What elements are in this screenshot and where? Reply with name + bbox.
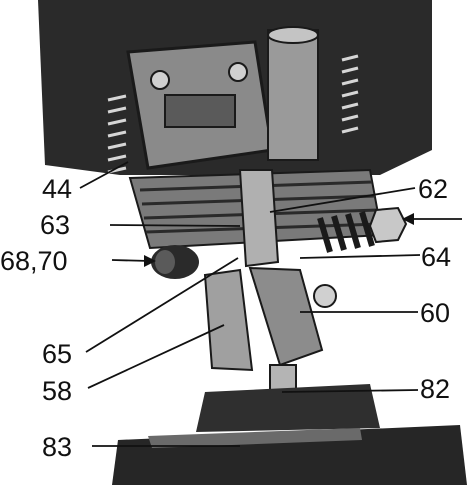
- center-plate: [238, 169, 280, 268]
- base-highlight: [148, 428, 362, 448]
- upper-base: [196, 384, 380, 432]
- callout-labels: 44 62 63 68,70 64 60 65 58 82 83: [0, 174, 451, 462]
- adjusting-nut: [368, 206, 408, 244]
- photo: [38, 0, 467, 485]
- lever-arm: [248, 266, 324, 367]
- callout-64: 64: [421, 242, 451, 272]
- leader-82: [281, 389, 419, 393]
- arrowhead-68-70: [144, 255, 156, 267]
- leader-58: [87, 324, 225, 389]
- callout-62: 62: [418, 174, 448, 204]
- leader-63: [109, 224, 241, 227]
- left-coil-spring: [107, 94, 127, 174]
- callout-63: 63: [40, 210, 70, 240]
- bolt-head-left: [150, 70, 170, 90]
- leader-64: [299, 254, 421, 259]
- bolt-head-right: [228, 62, 248, 82]
- callout-68-70: 68,70: [0, 246, 68, 276]
- callout-83: 83: [42, 432, 72, 462]
- bracket-slot: [164, 94, 236, 128]
- leader-65: [85, 257, 239, 353]
- upper-cylinder: [267, 29, 319, 161]
- horizontal-spring: [317, 211, 375, 253]
- callout-58: 58: [42, 376, 72, 406]
- leader-lines: [79, 161, 462, 447]
- leader-68-70: [111, 259, 151, 262]
- leader-62: [269, 187, 416, 213]
- callout-60: 60: [420, 298, 450, 328]
- leader-44: [79, 161, 129, 189]
- callout-65: 65: [42, 339, 72, 369]
- cylinder-cap: [267, 26, 319, 44]
- arrowhead-nut: [402, 213, 414, 225]
- right-coil-spring: [341, 54, 359, 134]
- left-spring-group: [151, 245, 199, 279]
- callout-82: 82: [420, 374, 450, 404]
- callout-44: 44: [42, 174, 72, 204]
- lever-block: [203, 268, 254, 372]
- pivot-bolt: [313, 284, 337, 308]
